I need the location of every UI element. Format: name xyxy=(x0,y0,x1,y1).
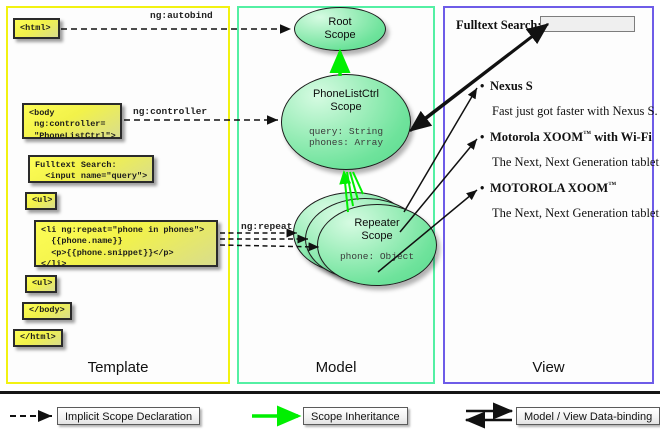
legend-label-scope-inheritance: Scope Inheritance xyxy=(303,407,408,425)
column-label-view: View xyxy=(532,359,565,376)
scope-phonelistctrl-prop-query: query: String xyxy=(308,125,384,137)
code-box-fulltext-search: Fulltext Search: <input name="query"> xyxy=(28,155,154,183)
bullet-icon: • xyxy=(480,79,485,93)
code-box-body-open: <body ng:controller= "PhoneListCtrl"> xyxy=(22,103,122,141)
scope-repeater: Repeater Scope phone: Object xyxy=(317,204,437,286)
scope-phonelistctrl: PhoneListCtrl Scope query: String phones… xyxy=(281,74,411,170)
code-box-li-repeat: <li ng:repeat="phone in phones"> {{phone… xyxy=(34,220,218,269)
scope-phonelistctrl-prop-phones: phones: Array xyxy=(308,137,384,149)
code-box-html-close: </html> xyxy=(13,329,63,347)
view-item-1-snippet: The Next, Next Generation tablet. xyxy=(492,155,660,169)
bullet-icon: • xyxy=(480,130,485,145)
legend-divider xyxy=(0,391,660,394)
view-search-label: Fulltext Search: xyxy=(456,18,542,32)
view-item-2-snippet: The Next, Next Generation tablet. xyxy=(492,206,660,220)
view-item-1-tm: ™ xyxy=(583,129,592,138)
scope-root: Root Scope xyxy=(294,7,386,51)
scope-root-title-line2: Scope xyxy=(324,29,356,41)
legend-label-model-view-data-binding: Model / View Data-binding xyxy=(516,407,660,425)
code-box-ul-close: <ul> xyxy=(25,275,57,293)
code-box-body-close: </body> xyxy=(22,302,72,320)
view-search-input[interactable] xyxy=(540,16,635,32)
scope-phonelistctrl-title-line1: PhoneListCtrl xyxy=(312,88,380,100)
scope-phonelistctrl-title-line2: Scope xyxy=(330,100,362,113)
column-label-model: Model xyxy=(315,359,357,376)
connector-label-repeat: ng:repeat xyxy=(241,221,293,232)
view-item-1-suffix: with Wi-Fi xyxy=(591,130,652,145)
scope-repeater-prop-phone: phone: Object xyxy=(339,250,415,262)
scope-root-title-line1: Root xyxy=(328,16,352,29)
view-item-0-name-text: Nexus S xyxy=(490,79,533,93)
view-item-1-name-text: Motorola XOOM xyxy=(490,130,584,145)
code-box-ul-open: <ul> xyxy=(25,192,57,210)
connector-label-autobind: ng:autobind xyxy=(150,10,213,21)
view-item-1-name: • Motorola XOOM™ with Wi-Fi xyxy=(480,129,652,145)
scope-repeater-title-line1: Repeater xyxy=(354,217,400,229)
column-label-template: Template xyxy=(87,359,149,376)
view-item-2-tm: ™ xyxy=(608,180,617,189)
legend-label-implicit-scope-declaration: Implicit Scope Declaration xyxy=(57,407,201,425)
bullet-icon: • xyxy=(480,181,485,196)
code-box-html-open: <html> xyxy=(13,18,60,39)
connector-label-controller: ng:controller xyxy=(133,106,208,117)
view-item-0-snippet: Fast just got faster with Nexus S. xyxy=(492,104,658,118)
view-item-2-name-text: MOTOROLA XOOM xyxy=(490,181,609,196)
view-item-0-name: • Nexus S xyxy=(480,79,533,94)
scope-repeater-title-line2: Scope xyxy=(361,229,393,242)
view-item-2-name: • MOTOROLA XOOM™ xyxy=(480,180,616,196)
